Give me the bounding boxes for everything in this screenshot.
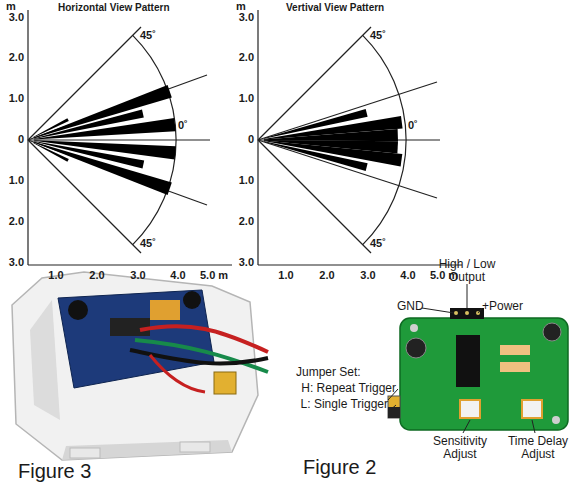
axis-number: 1.0 xyxy=(230,92,254,104)
axis-number: 3.0 xyxy=(123,269,153,281)
zone-wedge xyxy=(33,143,69,162)
zone-wedge xyxy=(264,141,368,171)
axis-number: 5.0 m xyxy=(200,269,250,281)
chart-axes xyxy=(28,10,462,265)
axis-number: 2.0 xyxy=(0,51,24,63)
angle-label: 0˚ xyxy=(178,119,208,131)
chart-title: Horizontal View Pattern xyxy=(58,2,208,13)
callout-label: Time Delay Adjust xyxy=(498,435,578,461)
axis-unit: m xyxy=(6,0,26,12)
detection-zones xyxy=(33,85,402,195)
pin-name: +Power xyxy=(482,300,532,313)
axis-number: 3.0 xyxy=(230,11,254,23)
callout-label: H: Repeat Trigger xyxy=(290,382,396,395)
angle-label: 45˚ xyxy=(370,29,400,41)
callout-label: L: Single Trigger xyxy=(290,398,388,411)
axis-number: 2.0 xyxy=(82,269,112,281)
axis-number: 1.0 xyxy=(0,174,24,186)
axis-unit: m xyxy=(236,0,256,12)
callout-label: Sensitivity Adjust xyxy=(420,435,500,461)
pir-board xyxy=(388,308,568,430)
zone-wedge xyxy=(34,142,172,195)
axis-number: 3.0 xyxy=(230,256,254,268)
axis-number: 1.0 xyxy=(271,269,301,281)
zone-wedge xyxy=(264,129,398,141)
sensor-housing-photo xyxy=(12,272,268,460)
axis-number: 2.0 xyxy=(0,215,24,227)
axis-number: 4.0 xyxy=(163,269,193,281)
figure-caption: Figure 3 xyxy=(18,460,158,482)
axis-number: 1.0 xyxy=(0,92,24,104)
axis-number: 1.0 xyxy=(41,269,71,281)
axis-number: 4.0 xyxy=(393,269,423,281)
axis-number: 0 xyxy=(230,133,254,145)
angle-label: 0˚ xyxy=(408,119,438,131)
axis-number: 3.0 xyxy=(353,269,383,281)
leader-lines xyxy=(388,284,535,433)
axis-number: 2.0 xyxy=(230,215,254,227)
axis-number: 2.0 xyxy=(230,51,254,63)
zone-wedge xyxy=(264,141,402,167)
axis-number: 3.0 xyxy=(0,11,24,23)
angle-label: 45˚ xyxy=(140,237,170,249)
pin-name: GND xyxy=(397,300,427,313)
axis-number: 0 xyxy=(0,133,24,145)
chart-title: Vertival View Pattern xyxy=(286,2,436,13)
axis-number: 2.0 xyxy=(312,269,342,281)
zone-wedge xyxy=(34,141,144,169)
axis-number: 1.0 xyxy=(230,174,254,186)
callout-label: Jumper Set: xyxy=(296,366,386,379)
zone-wedge xyxy=(34,118,176,140)
axis-number: 3.0 xyxy=(0,256,24,268)
figure-caption: Figure 2 xyxy=(303,456,443,478)
angle-label: 45˚ xyxy=(140,29,170,41)
callout-label: High / Low Output xyxy=(427,258,507,284)
angle-label: 45˚ xyxy=(370,237,400,249)
